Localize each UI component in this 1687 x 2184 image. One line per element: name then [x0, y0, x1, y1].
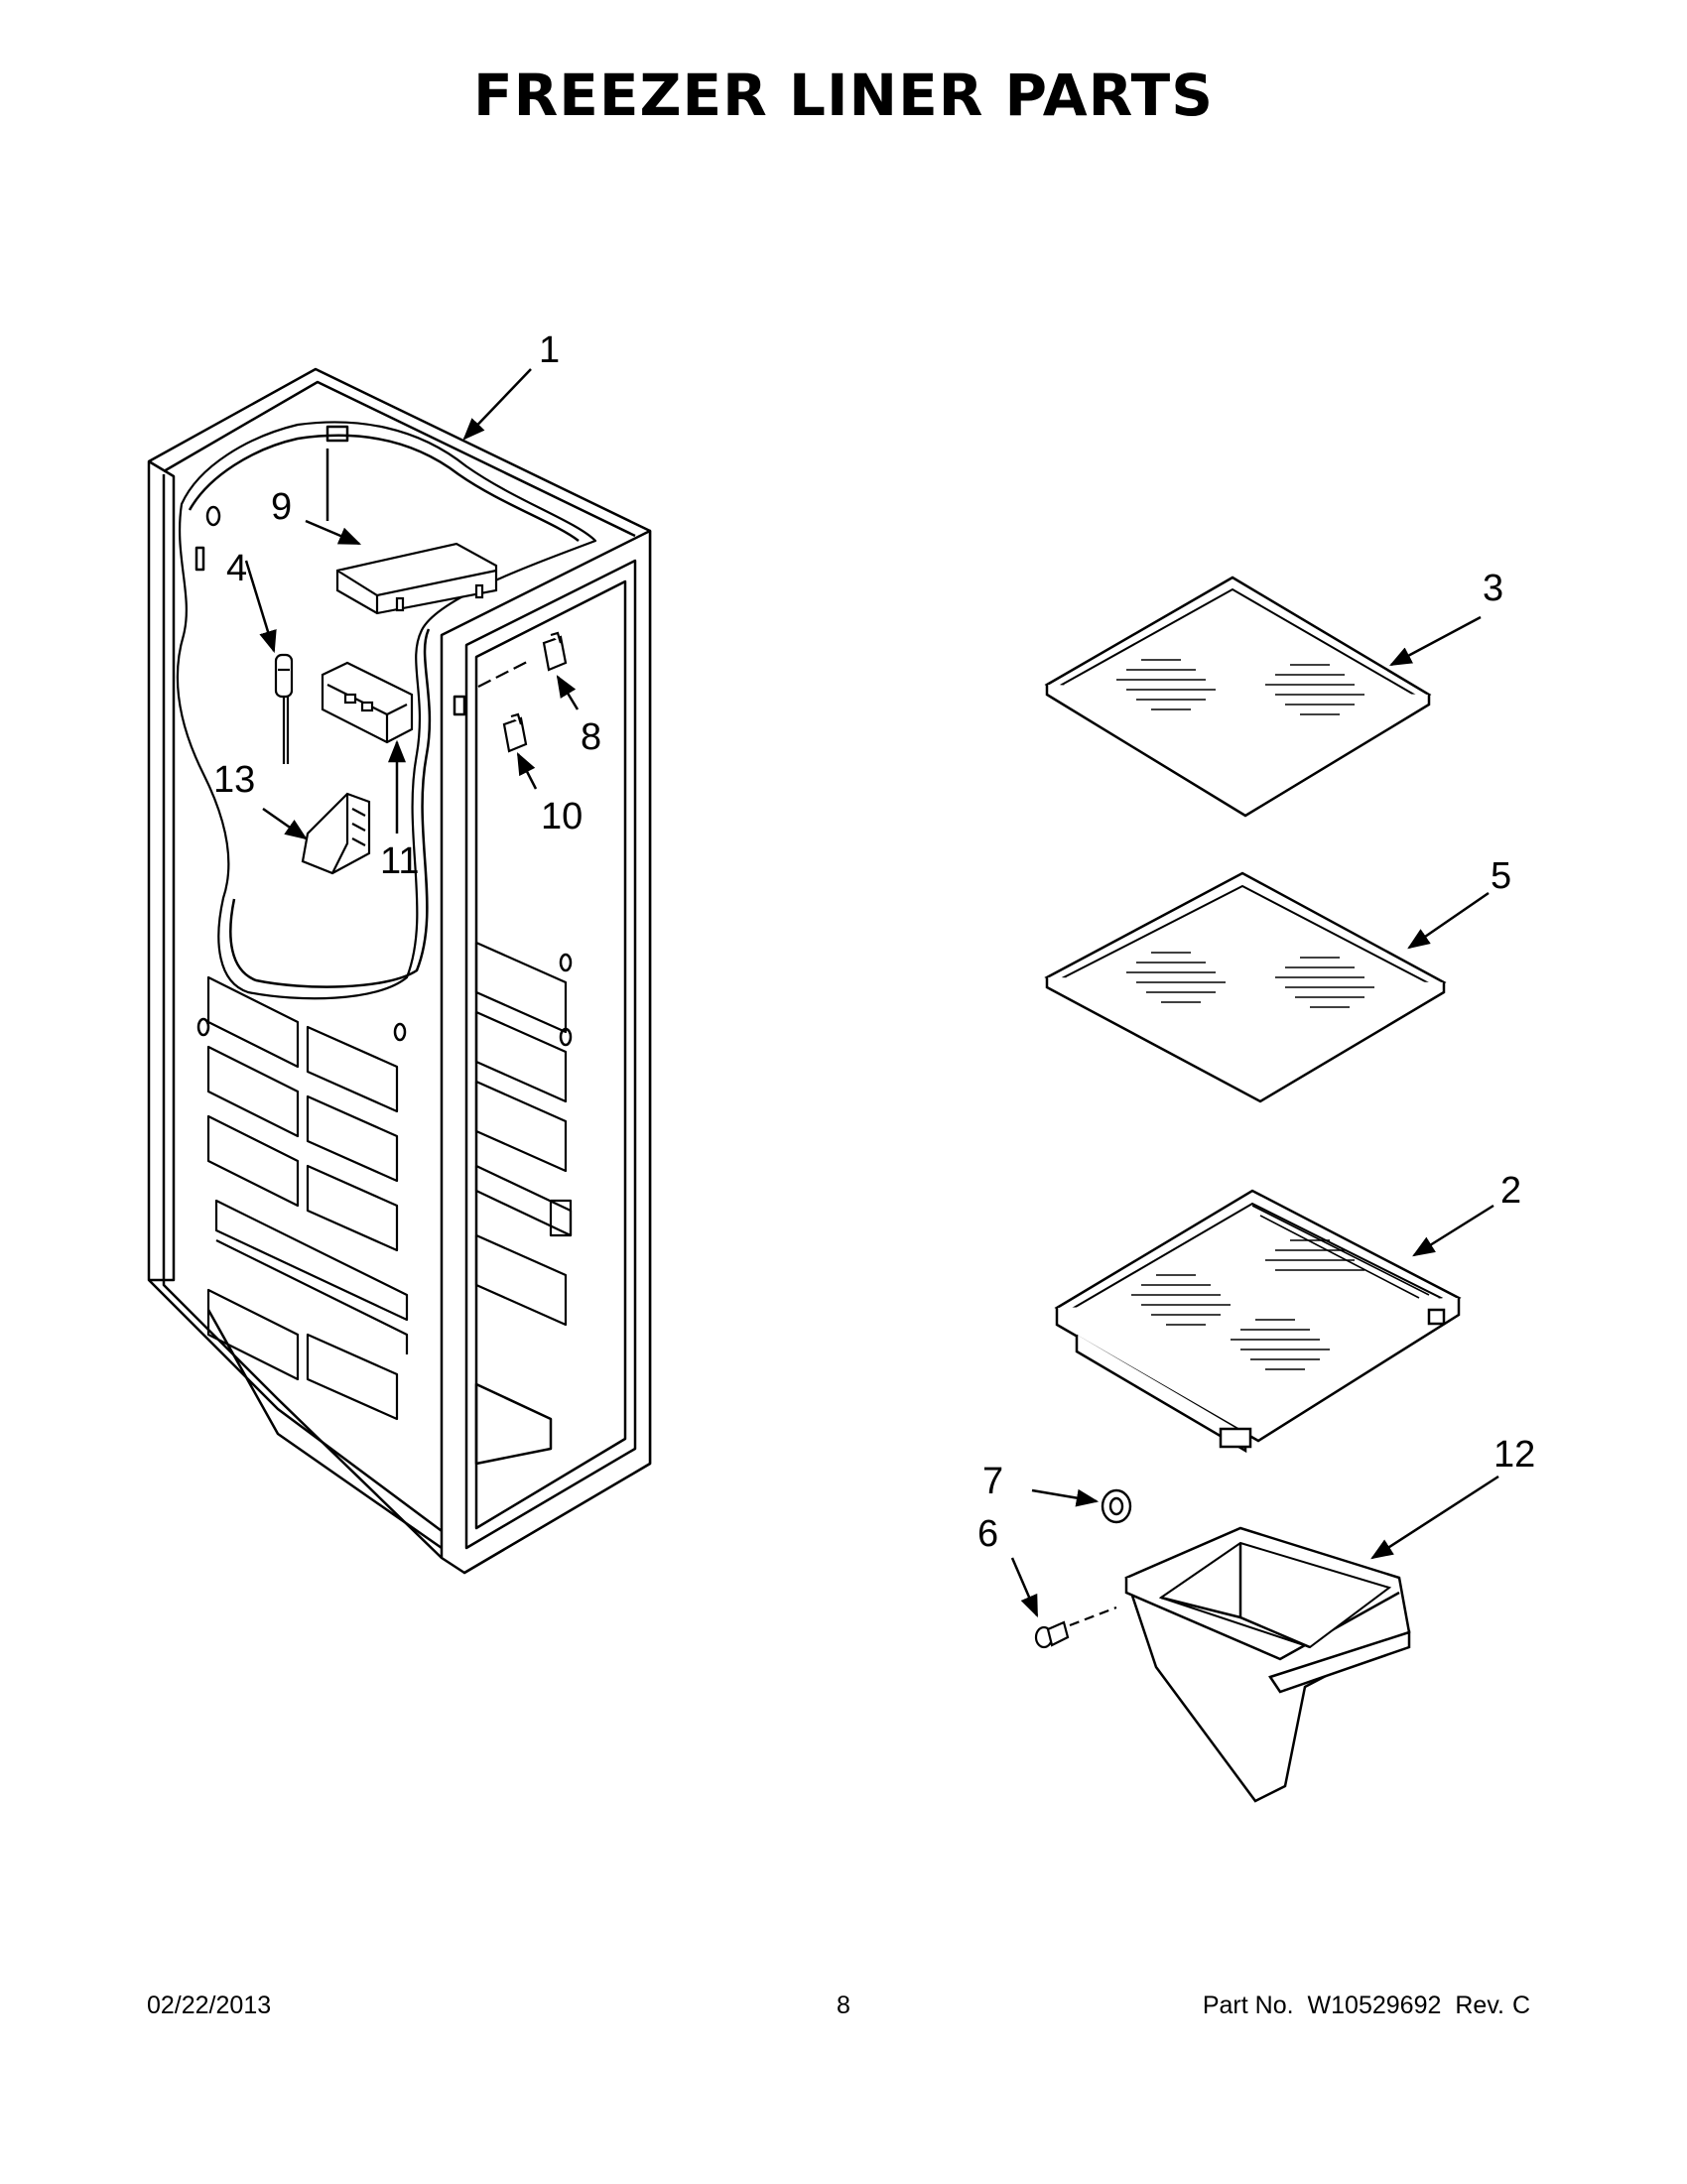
- callout-3: 3: [1483, 568, 1503, 609]
- shelf-5-drawing: [1044, 871, 1447, 1103]
- footer-date: 02/22/2013: [147, 1991, 272, 2019]
- footer-part-info: Part No. W10529692 Rev.C: [1189, 1991, 1530, 2020]
- roller-drawing: [1101, 1488, 1132, 1524]
- footer-part-label: Part No.: [1202, 1991, 1294, 2019]
- callout-8: 8: [581, 716, 601, 758]
- callout-10: 10: [541, 796, 583, 837]
- bin-12-drawing: [1124, 1526, 1411, 1803]
- shelf-3-drawing: [1044, 576, 1432, 818]
- footer-rev-label: Rev.: [1455, 1991, 1504, 2019]
- footer-part-number: W10529692: [1307, 1991, 1442, 2019]
- light-housing-drawing: [335, 542, 498, 615]
- shelf-2-drawing: [1054, 1189, 1462, 1454]
- callout-4: 4: [226, 548, 247, 589]
- callout-5: 5: [1491, 855, 1511, 897]
- duct-cover-drawing: [301, 792, 371, 875]
- screw-drawing: [1034, 1606, 1117, 1649]
- footer-rev-value: C: [1511, 1991, 1530, 2019]
- callout-1: 1: [539, 329, 560, 371]
- footer-page-number: 8: [837, 1991, 850, 2019]
- callout-6: 6: [977, 1513, 998, 1555]
- callout-2: 2: [1500, 1170, 1521, 1212]
- callout-7: 7: [982, 1461, 1003, 1502]
- leader-lines: [244, 368, 1499, 1618]
- freezer-liner-drawing: [147, 367, 652, 1575]
- page-title: FREEZER LINER PARTS: [472, 62, 1215, 129]
- callout-12: 12: [1493, 1434, 1535, 1476]
- thermistor-drawing: [274, 653, 294, 764]
- callout-9: 9: [271, 486, 292, 528]
- clip-drawings: [477, 631, 568, 753]
- bracket-drawing: [321, 661, 414, 744]
- callout-13: 13: [213, 759, 255, 801]
- callout-11: 11: [380, 840, 419, 882]
